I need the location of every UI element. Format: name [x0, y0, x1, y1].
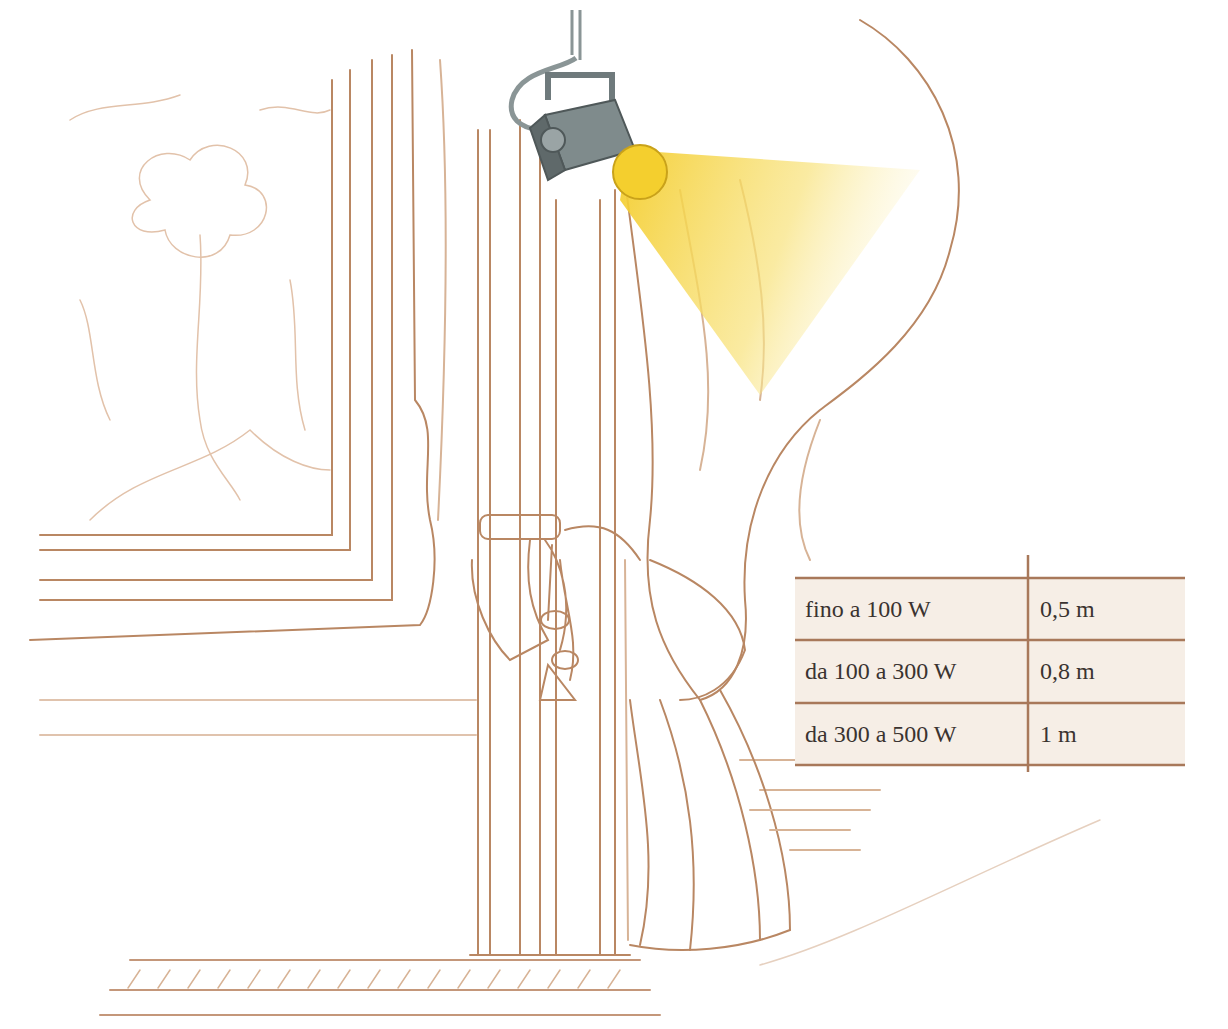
table-cell: fino a 100 W: [805, 595, 931, 623]
table-cell: da 300 a 500 W: [805, 720, 957, 748]
light-beam: [620, 150, 920, 395]
table-cell: 1 m: [1040, 720, 1077, 748]
room-sketch: [30, 20, 1100, 1015]
table-cell: 0,5 m: [1040, 595, 1095, 623]
table-cell: da 100 a 300 W: [805, 657, 957, 685]
wattage-table: [795, 555, 1185, 772]
spotlight: [511, 10, 667, 199]
table-cell: 0,8 m: [1040, 657, 1095, 685]
painting: [70, 95, 330, 520]
